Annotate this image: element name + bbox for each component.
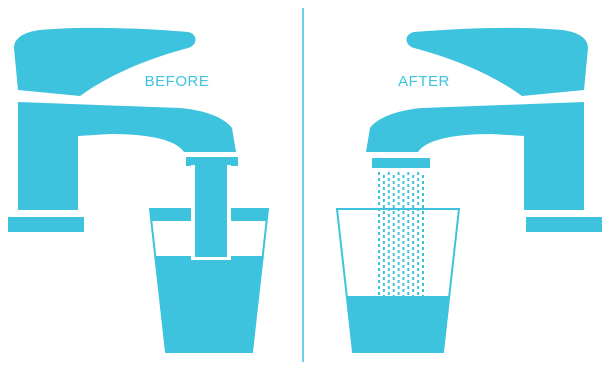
- after-label: AFTER: [398, 73, 450, 90]
- before-label: BEFORE: [145, 73, 210, 90]
- after-panel: AFTER: [337, 28, 602, 352]
- before-panel: BEFORE: [8, 28, 268, 352]
- after-aerated-spray: [378, 172, 424, 298]
- after-faucet-icon: [366, 28, 602, 232]
